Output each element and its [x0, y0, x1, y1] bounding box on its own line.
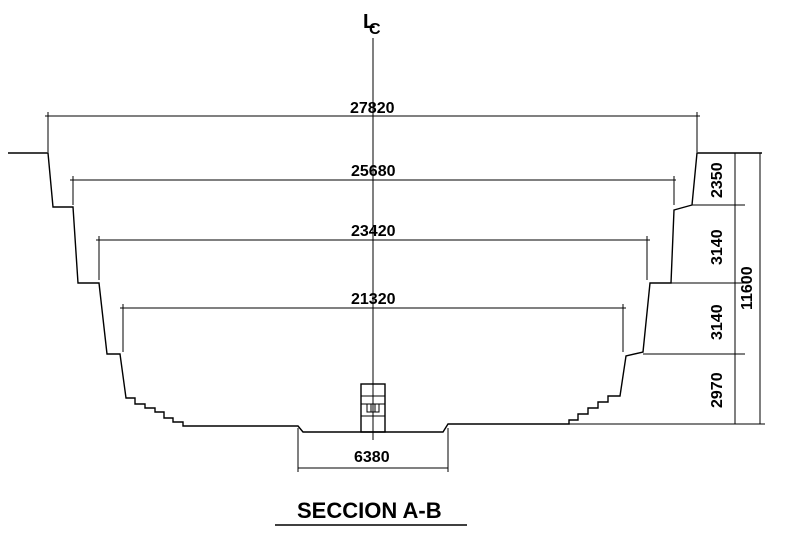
dim-width-step-3: 21320 [351, 291, 396, 308]
dim-height-4: 2970 [709, 372, 726, 408]
section-profile-right [373, 152, 762, 433]
central-structure [360, 383, 386, 433]
dim-width-step-2: 23420 [351, 223, 396, 240]
dim-height-2: 3140 [709, 229, 726, 265]
section-title: SECCION A-B [297, 498, 442, 523]
dim-height-total: 11600 [739, 266, 756, 310]
section-profile-left [8, 152, 373, 433]
centerline-subscript: C [369, 21, 381, 38]
dim-width-top: 27820 [350, 100, 395, 117]
dim-height-3: 3140 [709, 304, 726, 340]
dim-width-bottom: 6380 [354, 449, 390, 466]
centerline-symbol: L [363, 11, 375, 33]
dim-height-1: 2350 [709, 162, 726, 198]
dim-width-step-1: 25680 [351, 163, 396, 180]
